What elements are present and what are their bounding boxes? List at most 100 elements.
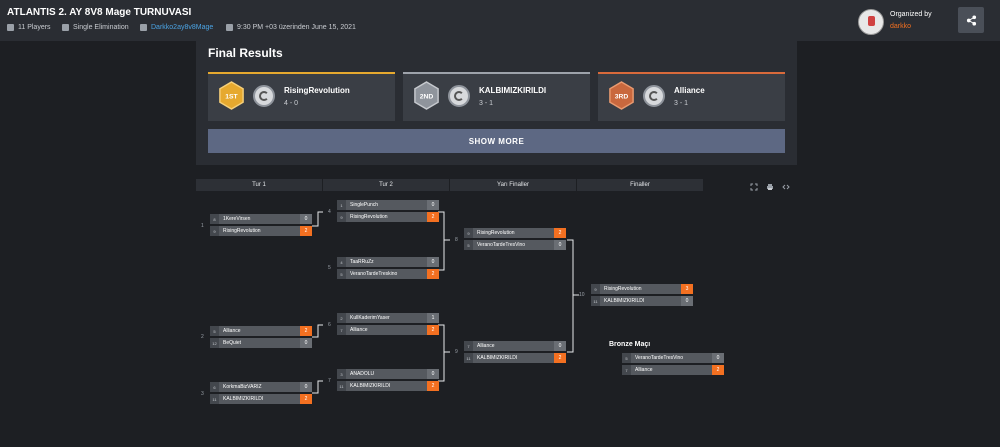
team-score: 1 <box>427 313 439 323</box>
team-score: 2 <box>427 269 439 279</box>
organizer-avatar[interactable] <box>858 9 884 35</box>
team-score: 2 <box>300 394 312 404</box>
team-name: KALBIMIZKIRILDI <box>604 298 645 304</box>
team-name: 1KereVirsen <box>223 216 251 222</box>
team-score: 0 <box>300 338 312 348</box>
result-card-first[interactable]: 1ST RisingRevolution 4 - 0 <box>208 72 395 121</box>
team-score: 2 <box>712 365 724 375</box>
silver-medal-icon: 2ND <box>414 81 439 110</box>
top-bar: ATLANTIS 2. AY 8V8 Mage TURNUVASI 11 Pla… <box>0 0 1000 41</box>
share-icon <box>966 14 976 26</box>
match-number: 9 <box>455 349 458 355</box>
result-card-third[interactable]: 3RD Alliance 3 - 1 <box>598 72 785 121</box>
team-score: 2 <box>427 212 439 222</box>
team-name: KullKaderimYaser <box>350 315 390 321</box>
tournament-format: Single Elimination <box>62 24 129 31</box>
start-date: 9:30 PM +03 üzerinden June 15, 2021 <box>226 24 356 31</box>
match-number: 3 <box>201 391 204 397</box>
team-score: 2 <box>427 325 439 335</box>
players-count: 11 Players <box>7 24 51 31</box>
calendar-icon <box>226 24 233 31</box>
team-name: Alliance <box>223 328 241 334</box>
match-number: 5 <box>328 265 331 271</box>
team-name: Alliance <box>477 343 495 349</box>
result-team-name: KALBIMIZKIRILDI <box>479 86 547 95</box>
result-score: 3 - 1 <box>674 100 689 107</box>
team-name: VeranoTardeTresVino <box>477 242 526 248</box>
team-name: VeranoTardeTresVino <box>635 355 684 361</box>
bronze-match-title: Bronze Maçı <box>609 341 651 348</box>
match-number: 2 <box>201 334 204 340</box>
team-logo-icon <box>643 85 665 107</box>
print-icon[interactable] <box>766 183 774 191</box>
organizer-name[interactable]: darkko <box>890 23 912 30</box>
users-icon <box>7 24 14 31</box>
share-button[interactable] <box>958 7 984 33</box>
team-name: RisingRevolution <box>604 286 642 292</box>
team-score: 2 <box>300 326 312 336</box>
match-number: 7 <box>328 378 331 384</box>
team-score: 0 <box>554 341 566 351</box>
organized-by-label: Organized by <box>890 11 932 18</box>
team-name: KALBIMIZKIRILDI <box>477 355 518 361</box>
team-score: 0 <box>712 353 724 363</box>
team-score: 0 <box>427 257 439 267</box>
round-header-finals: Finaller <box>577 179 703 191</box>
bronze-medal-icon: 3RD <box>609 81 634 110</box>
trophy-icon <box>62 24 69 31</box>
team-name: Alliance <box>350 327 368 333</box>
match-number: 4 <box>328 209 331 215</box>
team-name: RisingRevolution <box>350 214 388 220</box>
match-number: 8 <box>455 237 458 243</box>
result-team-name: Alliance <box>674 86 705 95</box>
embed-code-icon[interactable] <box>782 183 790 191</box>
team-name: RisingRevolution <box>223 228 261 234</box>
team-score: 0 <box>681 296 693 306</box>
team-logo-icon <box>448 85 470 107</box>
round-header-1: Tur 1 <box>196 179 322 191</box>
show-more-button[interactable]: SHOW MORE <box>208 129 785 153</box>
expand-icon[interactable] <box>750 183 758 191</box>
match-number: 6 <box>328 322 331 328</box>
gamepad-icon <box>140 24 147 31</box>
team-name: VeranoTardeTreskino <box>350 271 398 277</box>
round-header-2: Tur 2 <box>323 179 449 191</box>
game-link[interactable]: Darkko2ay8v8Mage <box>140 24 213 31</box>
result-card-second[interactable]: 2ND KALBIMIZKIRILDI 3 - 1 <box>403 72 590 121</box>
svg-text:3RD: 3RD <box>615 93 629 100</box>
